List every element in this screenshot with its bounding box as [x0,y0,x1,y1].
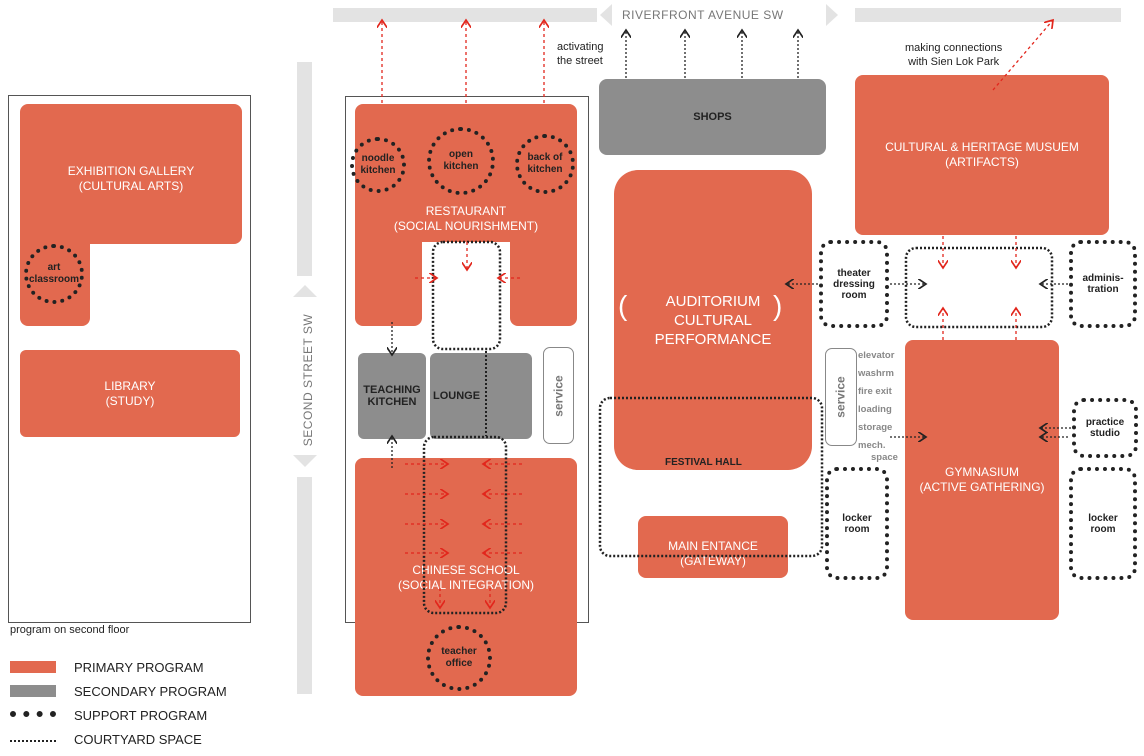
street-bar-vertical-top [297,62,312,276]
legend-primary-swatch [10,661,56,673]
heritage-museum-room: CULTURAL & HERITAGE MUSUEM(ARTIFACTS) [855,75,1109,235]
courtyard-festival-hall [598,396,824,558]
street-bar-left [333,8,597,22]
service-room-left: service [543,347,574,444]
exhibition-gallery-label: EXHIBITION GALLERY(CULTURAL ARTS) [20,164,242,194]
library-room: LIBRARY(STUDY) [20,350,240,437]
chinese-school-label: CHINESE SCHOOL(SOCIAL INTEGRATION) [355,563,577,593]
restaurant-leg-left [355,230,422,326]
restaurant-leg-right [510,230,577,326]
gymnasium-room: GYMNASIUM(ACTIVE GATHERING) [905,340,1059,620]
festival-hall-label: FESTIVAL HALL [665,457,742,468]
legend-support-swatch [10,711,56,717]
lounge-room: LOUNGE [430,353,532,439]
auditorium-paren-left: ( [618,290,628,321]
auditorium-paren-right: ) [773,290,783,321]
legend-courtyard-label: COURTYARD SPACE [74,732,202,747]
street-bar-vertical-bottom [297,477,312,694]
courtyard-museum [904,246,1054,329]
legend-secondary-label: SECONDARY PROGRAM [74,684,227,699]
street-bar-right [855,8,1121,22]
service-room-right: service [825,348,857,446]
riverfront-avenue-label: RIVERFRONT AVENUE SW [622,8,784,22]
legend-support-label: SUPPORT PROGRAM [74,708,208,723]
shops-room: SHOPS [599,79,826,155]
courtyard-restaurant [431,240,502,351]
courtyard-school [422,435,508,615]
administration-room: adminis-tration [1069,240,1137,328]
second-floor-note: program on second floor [10,624,130,636]
legend-primary-label: PRIMARY PROGRAM [74,660,204,675]
main-entrance-room: MAIN ENTANCE(GATEWAY) [638,516,788,578]
restaurant-label: RESTAURANT(SOCIAL NOURISHMENT) [355,204,577,234]
second-floor-outline [8,95,251,623]
legend-secondary-swatch [10,685,56,697]
legend-courtyard-swatch [10,740,56,744]
